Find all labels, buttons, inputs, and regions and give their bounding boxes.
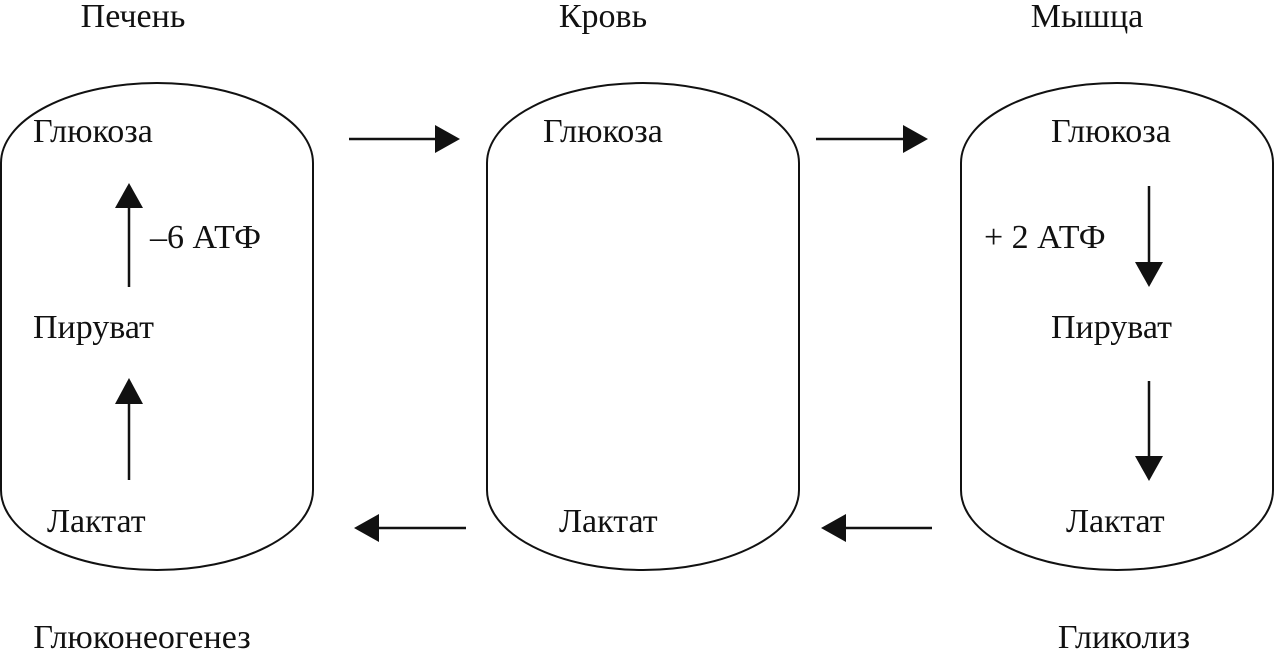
arrow-liver-to-blood-glucose: [349, 125, 460, 153]
liver-title: Печень: [81, 0, 186, 35]
liver-atp-label: –6 АТФ: [149, 219, 261, 256]
muscle-container: [960, 82, 1274, 571]
muscle-atp-label: + 2 АТФ: [984, 219, 1106, 256]
liver-process-label: Глюконеогенез: [33, 619, 250, 653]
liver-lactate-label: Лактат: [47, 503, 146, 540]
liver-glucose-label: Глюкоза: [33, 113, 153, 150]
muscle-glucose-label: Глюкоза: [1051, 113, 1171, 150]
blood-title: Кровь: [559, 0, 647, 35]
arrow-up-lactate-to-pyruvate: [115, 378, 143, 480]
liver-container: [0, 82, 314, 571]
arrow-blood-to-muscle-glucose: [816, 125, 928, 153]
liver-pyruvate-label: Пируват: [33, 309, 154, 346]
arrow-down-pyruvate-to-lactate: [1135, 381, 1163, 481]
arrow-muscle-to-blood-lactate: [821, 514, 932, 542]
muscle-pyruvate-label: Пируват: [1051, 309, 1172, 346]
arrow-blood-to-liver-lactate: [354, 514, 466, 542]
arrow-up-pyruvate-to-glucose: [115, 183, 143, 287]
blood-glucose-label: Глюкоза: [543, 113, 663, 150]
blood-container: [486, 82, 800, 571]
muscle-title: Мышца: [1031, 0, 1144, 35]
arrow-down-glucose-to-pyruvate: [1135, 186, 1163, 287]
muscle-lactate-label: Лактат: [1066, 503, 1165, 540]
muscle-process-label: Гликолиз: [1058, 619, 1190, 653]
blood-lactate-label: Лактат: [559, 503, 658, 540]
